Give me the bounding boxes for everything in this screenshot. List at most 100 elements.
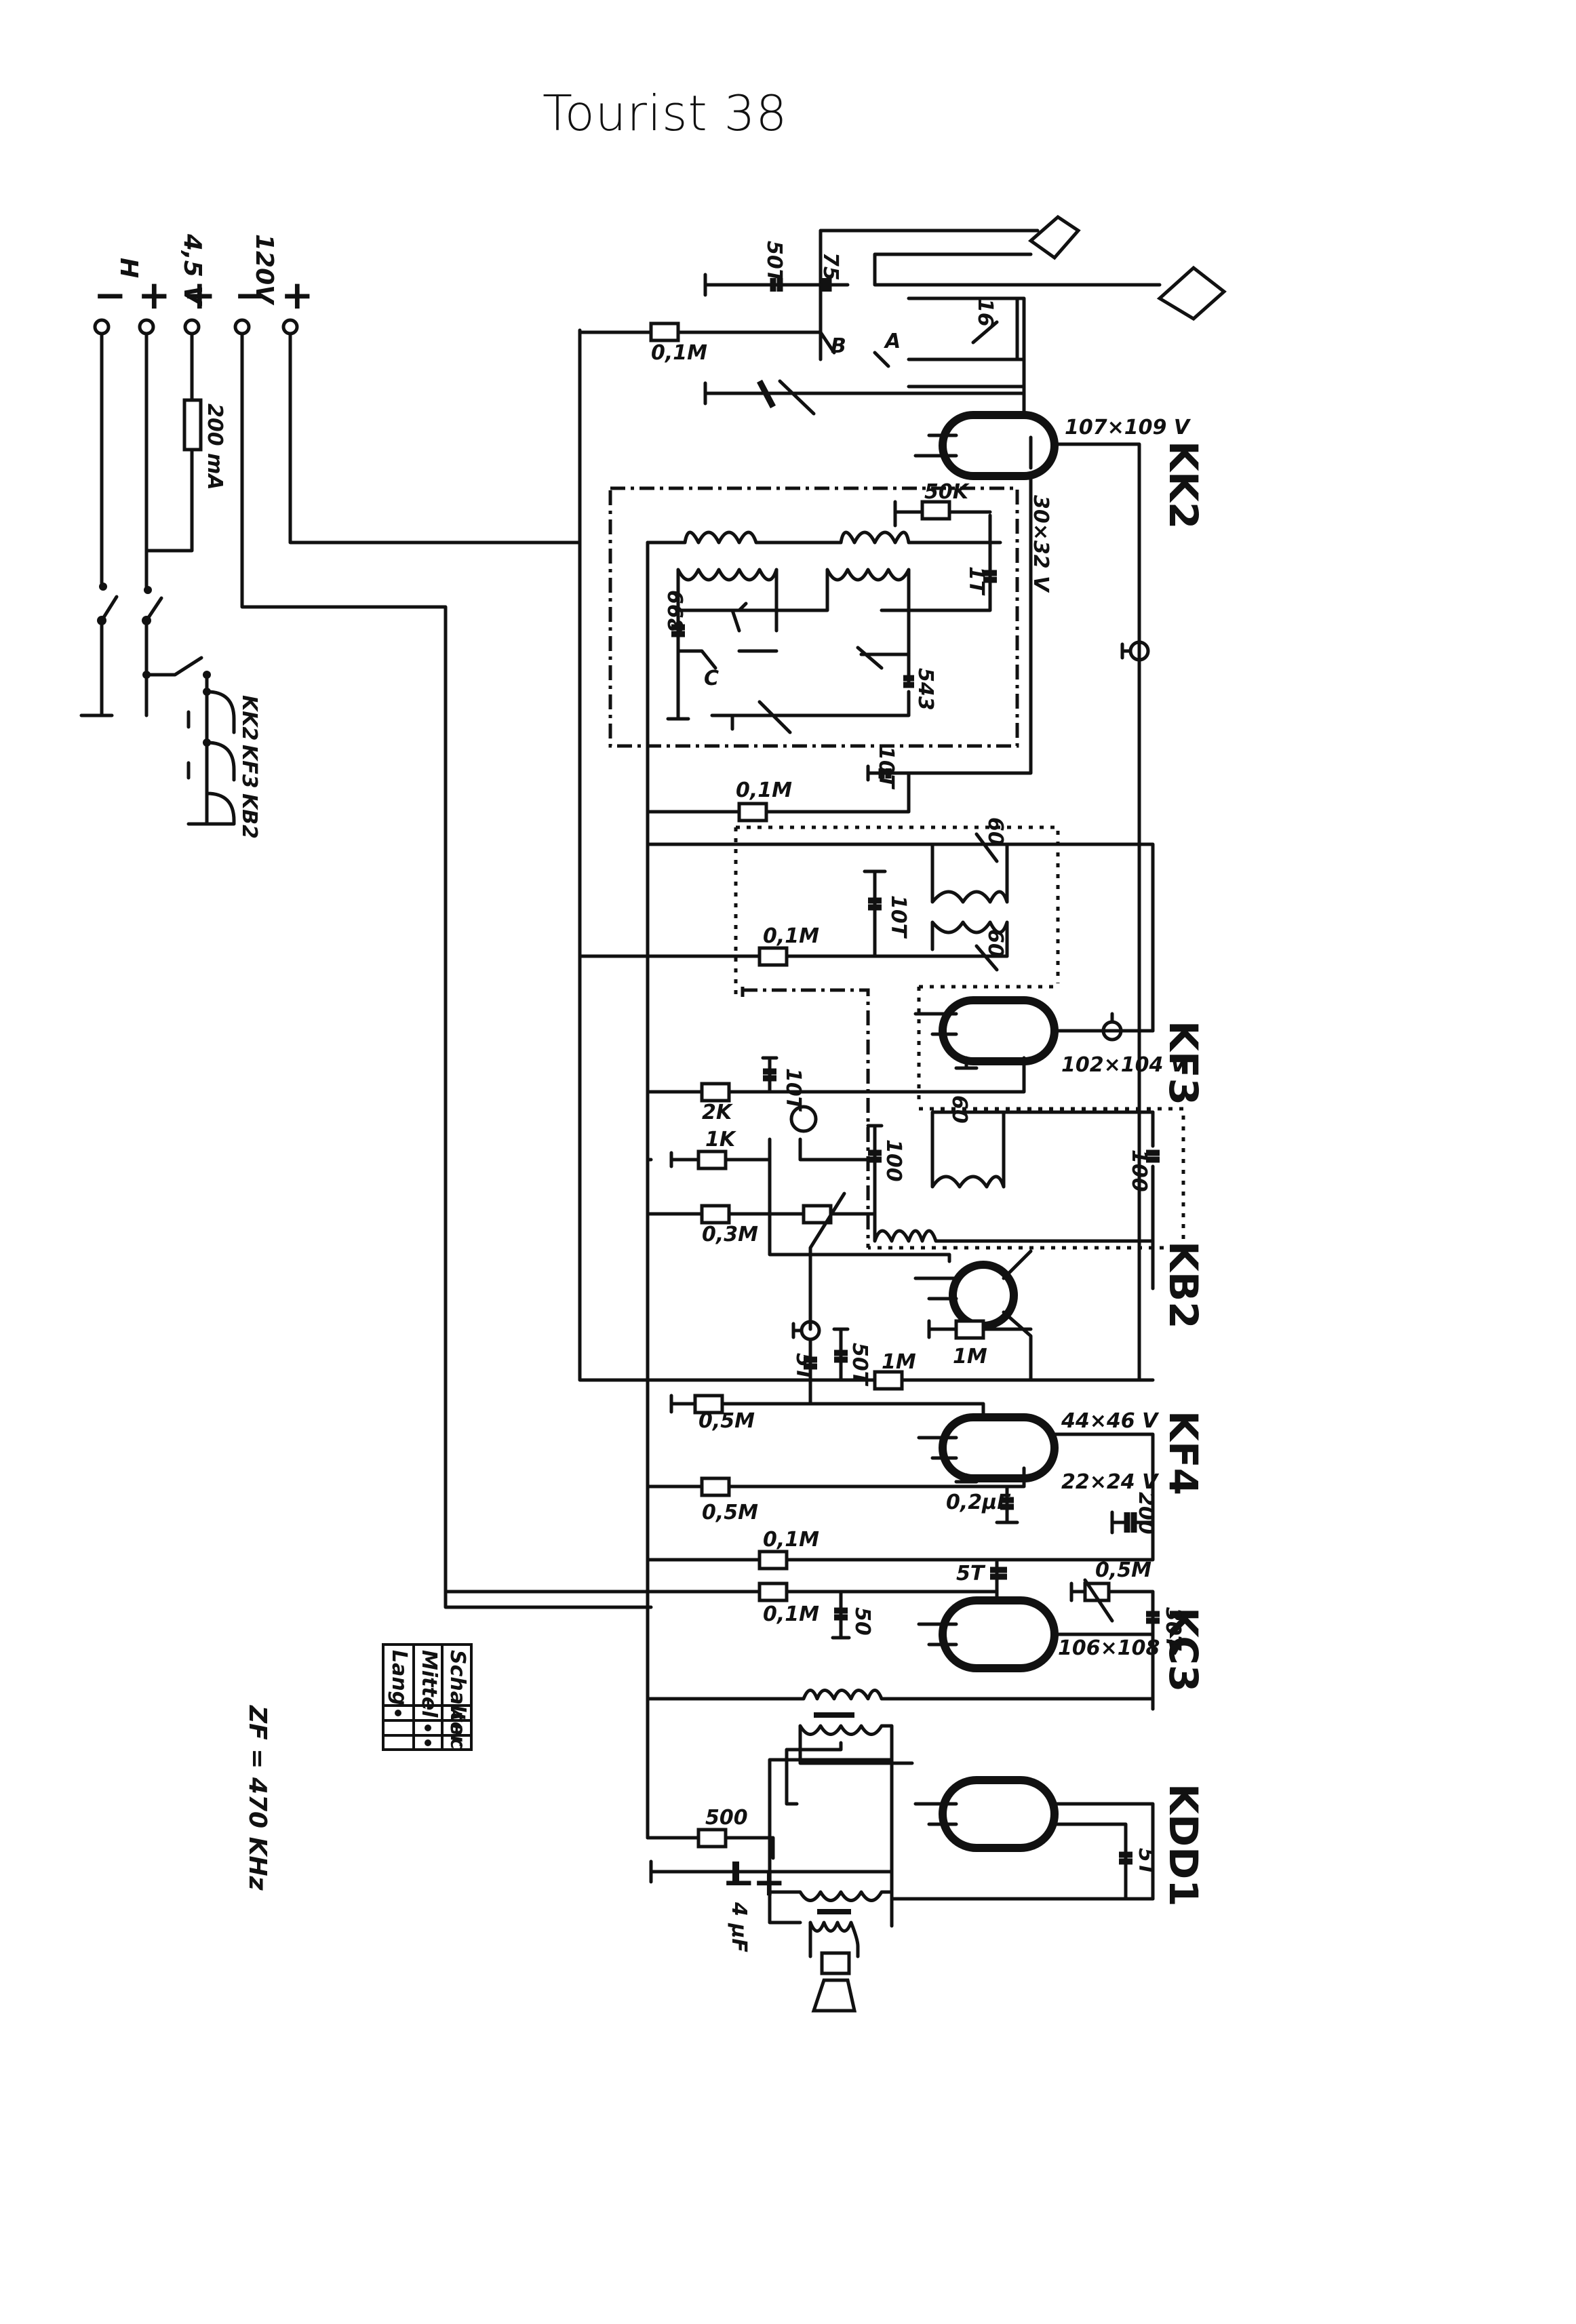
kf3-section: 0,1M 60 60 10T 0,1M 102×104 V KF3 2K 10T [578,771,1206,1248]
terminal-120v-plus[interactable] [281,318,299,336]
cap-5t-kdd-label: 5T [1134,1848,1158,1878]
cap-5t-kc3-label: 5T [956,1562,986,1586]
terminal-sign-2: + [138,272,171,318]
table-dot-mittel-c [425,1739,431,1746]
cap-100-b-label: 100 [1127,1149,1151,1192]
cap-50t-kb2-label: 50T [848,1343,871,1387]
switch-table: Schalter Mittel Lang A B C [382,1643,473,1751]
resistor-0-1m-4-label: 0,1M [763,1528,819,1552]
tube-label-kc3: KC3 [1160,1607,1206,1692]
cap-16-label: 16 [973,298,997,327]
resistor-500-label: 500 [705,1806,748,1830]
resistor-0-1m-top [649,321,680,342]
kc3-section: 0,1M 5T 0,1M 50 106×108 V KC3 0,5M 30T [446,1524,1206,1718]
terminal-h-minus[interactable] [93,318,111,336]
tube-kb2 [949,1261,1018,1330]
terminal-45v-plus[interactable] [183,318,201,336]
resistor-50k-label: 50K [924,480,970,504]
table-col-b: B [447,1724,464,1735]
ground-rail [646,540,775,1860]
resistor-0-5m-tone-label: 0,5M [1095,1558,1151,1582]
resistor-0-3m [700,1204,731,1225]
fuse-label: 200 mA [203,403,226,490]
output-transformer-core [817,1909,851,1914]
terminal-120v-minus[interactable] [233,318,251,336]
speaker-voice-coil [820,1951,851,1975]
cap-5t-label: 5T [791,1353,815,1383]
cap-75-label: 75 [819,252,842,281]
electrolytic-cap [732,1862,739,1882]
terminal-sign-3: + [183,272,216,318]
cap-50t-ant-label: 50T [762,241,786,285]
kk2-screen-voltage: 30×32 V [1029,495,1052,593]
tube-label-kf3: KF3 [1160,1021,1206,1105]
resistor-2k-label: 2K [702,1101,734,1124]
heater-label-kb2: KB2 [237,793,261,839]
antenna-terminal-2[interactable] [1156,265,1227,321]
cap-minus-sign: − [722,1859,755,1905]
resistor-0-1m-top-label: 0,1M [651,341,707,365]
terminal-sign-1: − [94,272,127,318]
cap-1t-label: 1T [964,566,988,596]
resistor-0-1m-5-label: 0,1M [763,1602,819,1626]
kf3-voltage: 102×104 V [1061,1053,1188,1077]
resistor-2k [700,1082,731,1103]
speaker-icon [811,1978,857,2013]
cap-543-label: 543 [913,668,937,711]
resistor-1k [696,1149,728,1170]
resistor-50k [920,500,951,521]
resistor-1k-label: 1K [705,1128,737,1151]
cap-plus-sign: + [753,1859,786,1905]
resistor-0-5m-b-label: 0,5M [702,1501,758,1524]
shield-osc [608,486,1019,748]
table-col-a: A [447,1708,464,1720]
fuse [182,398,203,452]
resistor-0-1m-3 [757,946,789,967]
switch-b-label: B [831,334,846,358]
tube-label-kf4: KF4 [1160,1411,1206,1495]
resistor-1m-a-label: 1M [882,1350,916,1374]
cap-50-label: 50 [850,1607,874,1636]
power-terminals: H 4,5 V 120V − + + − + 200 mA KK2 KF3 KB… [79,233,653,1609]
knob-icon [789,1105,818,1133]
resistor-0-3m-label: 0,3M [702,1223,758,1246]
antenna-terminal-1[interactable] [1027,214,1081,260]
resistor-0-5m-b [700,1476,731,1497]
kf4-voltage: 44×46 V [1061,1409,1160,1433]
kf4-screen-voltage: 22×24 V [1061,1470,1160,1494]
terminal-sign-4: − [234,272,267,318]
table-col-c: C [447,1739,464,1750]
cap-668-label: 668 [663,590,686,633]
label-h: H [115,258,142,278]
tube-label-kk2: KK2 [1160,441,1206,529]
label-120v: 120V [250,234,278,306]
kk2-voltage: 107×109 V [1065,416,1191,439]
resistor-0-1m-5 [757,1581,789,1602]
resistor-0-1m-3-label: 0,1M [763,924,819,948]
kf4-section: 0,5M 44×46 V 22×24 V KF4 0,5M 0,2µF 200 [646,1394,1206,1535]
table-dot-lang-a [395,1710,401,1716]
switch-a-label: A [884,330,901,353]
kdd1-section: KDD1 5T 500 + − 4 µF [646,1724,1206,2013]
table-row-mittel: Mittel [417,1650,441,1718]
cap-10t-osc-label: 10T [874,746,898,790]
kk2-input-section: 50T 75 16 0,1M B A 107×109 V KK2 30×32 V… [578,214,1227,1382]
terminal-sign-5: + [281,272,314,318]
hv-rail-left [578,328,1155,1382]
cap-100-a-label: 100 [882,1139,905,1182]
heater-label-kk2: KK2 [237,695,261,741]
resistor-0-5m-a-label: 0,5M [698,1409,755,1433]
tube-kk2 [939,411,1059,480]
label-4-5v: 4,5 V [178,233,206,307]
resistor-1m-a [873,1370,904,1391]
cap-60-c-label: 60 [947,1095,971,1124]
table-dot-mittel-b [425,1725,431,1731]
cap-10t-if-label: 10T [886,895,910,939]
terminal-h-plus[interactable] [138,318,155,336]
tube-kf4 [939,1413,1059,1482]
cap-0-2uf-label: 0,2µF [946,1491,1011,1514]
resistor-500 [696,1828,728,1849]
table-header: Schalter [446,1650,469,1747]
kc3-voltage: 106×108 V [1058,1636,1185,1660]
tube-label-kdd1: KDD1 [1160,1784,1206,1907]
